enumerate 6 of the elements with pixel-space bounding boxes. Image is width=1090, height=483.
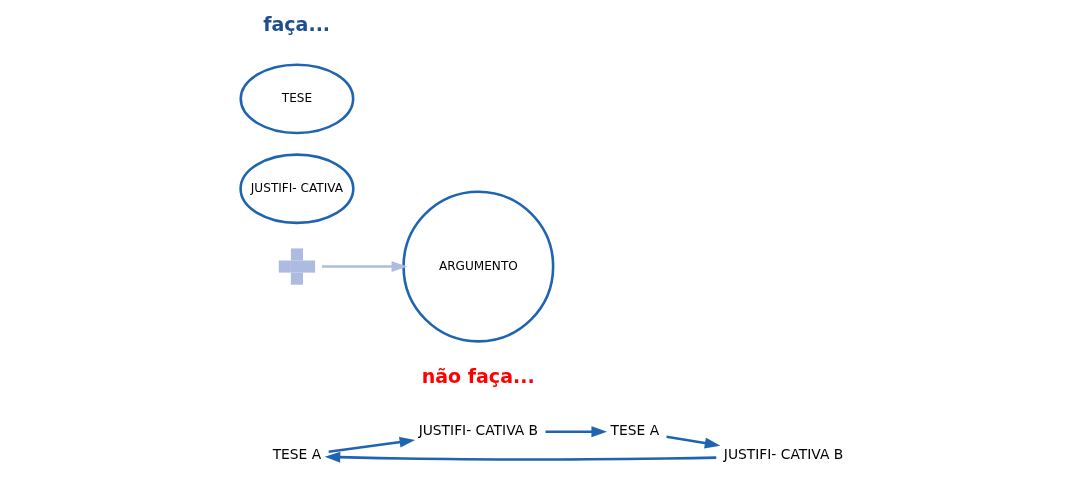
label: não faça... — [421, 364, 535, 387]
node-text: JUSTIFI- CATIVA B — [418, 421, 538, 438]
node-text: TESE A — [610, 421, 659, 438]
node-text: TESE A — [272, 446, 321, 463]
label: faça... — [262, 13, 330, 36]
node-text: JUSTIFI- CATIVA B — [723, 446, 843, 463]
